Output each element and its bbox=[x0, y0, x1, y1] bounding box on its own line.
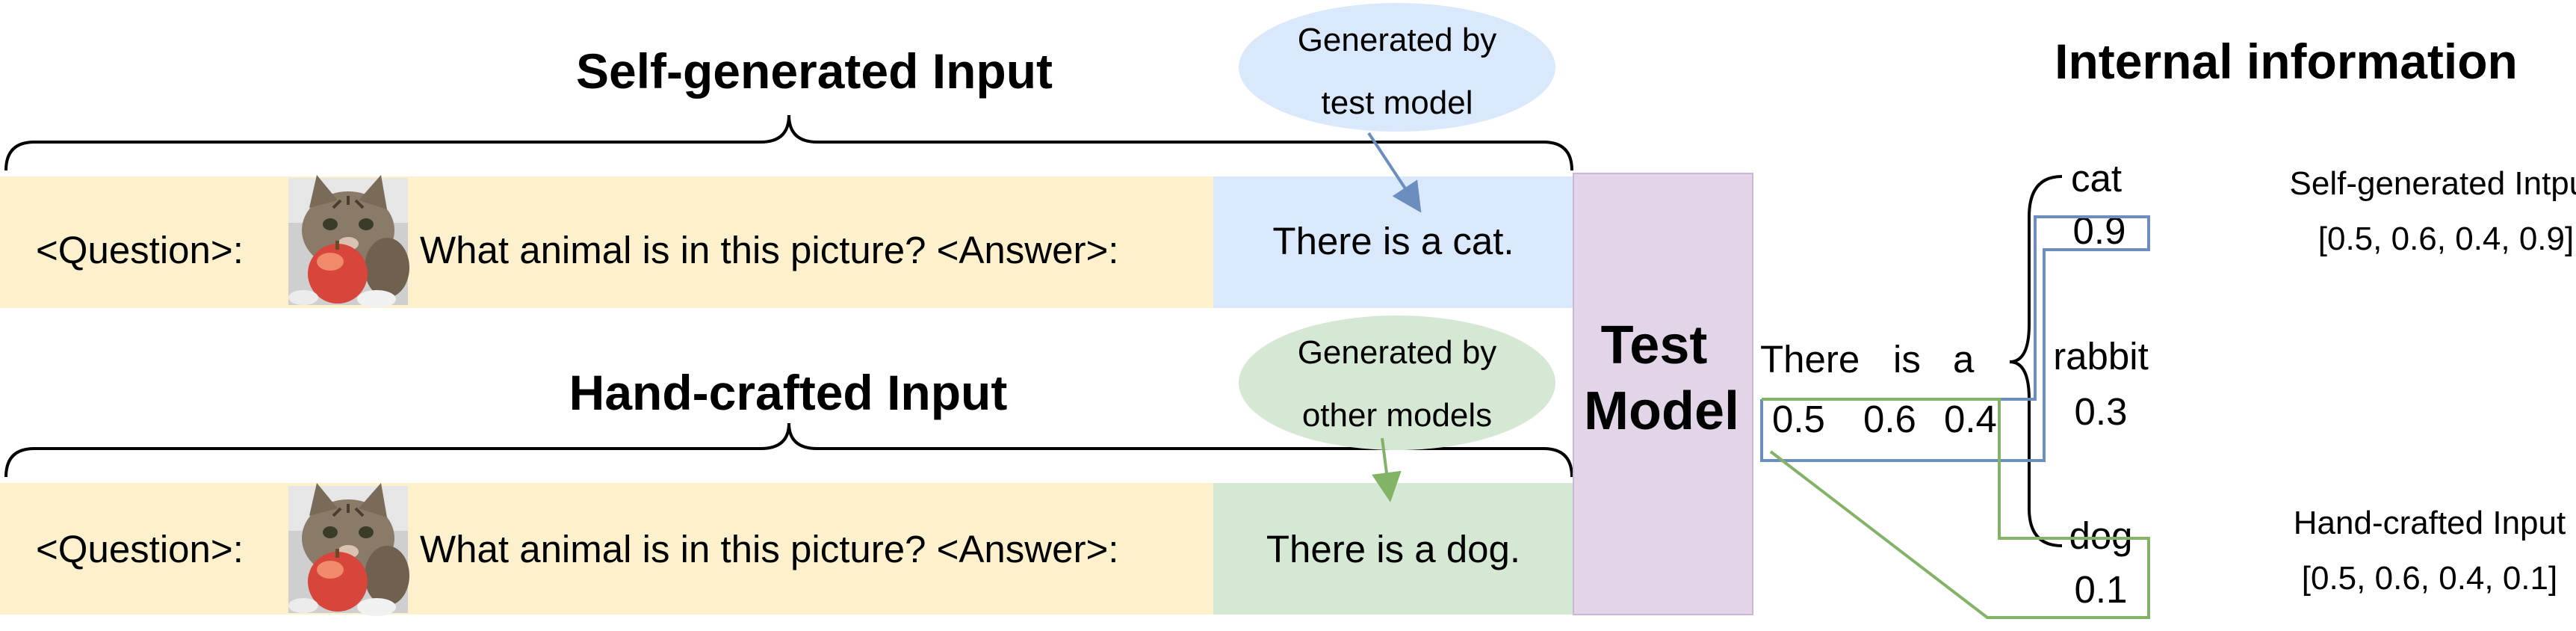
self-input-brace bbox=[4, 114, 1573, 171]
prob-a: 0.4 bbox=[1944, 398, 1997, 440]
token-a: a bbox=[1953, 338, 1975, 381]
token-is: is bbox=[1893, 338, 1921, 381]
candidate-rabbit: rabbit bbox=[2053, 335, 2149, 378]
self-vector-values: [0.5, 0.6, 0.4, 0.9] bbox=[2318, 221, 2574, 257]
candidate-dog-prob: 0.1 bbox=[2075, 568, 2128, 611]
self-input-box bbox=[0, 176, 1213, 308]
self-vector-label: Self-generated Intput bbox=[2290, 165, 2576, 202]
hand-answer-text: There is a dog. bbox=[1266, 528, 1520, 570]
cat-photo bbox=[287, 173, 411, 310]
test-model-line2: Model bbox=[1584, 381, 1739, 441]
candidate-dog: dog bbox=[2069, 514, 2132, 557]
token-there: There bbox=[1760, 338, 1860, 381]
hand-input-box bbox=[0, 483, 1213, 615]
candidate-rabbit-prob: 0.3 bbox=[2075, 390, 2128, 433]
test-model-line1: Test bbox=[1601, 316, 1708, 375]
question-text: What animal is in this picture? <Answer>… bbox=[420, 229, 1118, 271]
self-bubble-arrow bbox=[1367, 132, 1422, 213]
question-tag: <Question>: bbox=[36, 528, 244, 570]
hand-answer-box bbox=[1213, 483, 1573, 615]
hand-path-outline bbox=[1762, 398, 2150, 619]
hand-crafted-bubble bbox=[1239, 316, 1555, 450]
hand-bubble-line2: other models bbox=[1302, 397, 1492, 434]
internal-info-title: Internal information bbox=[2055, 34, 2518, 89]
hand-input-brace bbox=[4, 422, 1573, 478]
test-model-box bbox=[1573, 173, 1753, 615]
hand-crafted-title: Hand-crafted Input bbox=[569, 365, 1008, 420]
prob-there: 0.5 bbox=[1772, 398, 1825, 440]
hand-bubble-arrow bbox=[1372, 437, 1402, 502]
question-text: What animal is in this picture? <Answer>… bbox=[420, 528, 1118, 570]
cat-photo bbox=[287, 481, 411, 618]
candidates-brace bbox=[2009, 175, 2063, 547]
hand-bubble-line1: Generated by bbox=[1298, 334, 1497, 371]
hand-vector-label: Hand-crafted Input bbox=[2294, 505, 2566, 541]
self-bubble-line2: test model bbox=[1322, 84, 1473, 121]
self-generated-title: Self-generated Input bbox=[576, 43, 1053, 99]
hand-vector-values: [0.5, 0.6, 0.4, 0.1] bbox=[2302, 560, 2557, 597]
self-path-outline bbox=[1760, 215, 2150, 462]
self-answer-text: There is a cat. bbox=[1272, 220, 1514, 262]
self-bubble-line1: Generated by bbox=[1298, 22, 1497, 58]
question-tag: <Question>: bbox=[36, 229, 244, 271]
prob-is: 0.6 bbox=[1863, 398, 1916, 440]
self-generated-bubble bbox=[1239, 3, 1555, 132]
candidate-cat: cat bbox=[2071, 157, 2122, 200]
